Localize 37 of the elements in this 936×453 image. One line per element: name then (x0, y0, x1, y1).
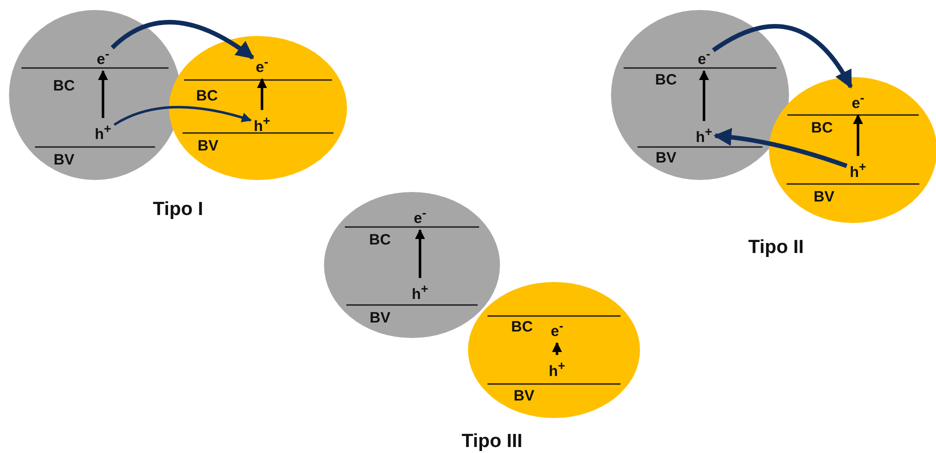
electron-label: e$^{-}$ (96, 46, 110, 68)
hole-label: h$^{+}$ (850, 159, 866, 181)
arrow (257, 78, 267, 110)
curved-arrow (114, 106, 252, 126)
electron-label: e$^{-}$ (256, 54, 268, 76)
band-label: BV (814, 188, 834, 206)
arrow (552, 342, 562, 355)
curved-arrow (110, 20, 254, 60)
band-label: BC (511, 318, 533, 336)
band-label: BC (369, 232, 391, 248)
arrow (699, 70, 709, 121)
band-label: BC (196, 88, 218, 104)
electron-label: e$^{-}$ (852, 90, 864, 112)
band-label: BV (656, 150, 676, 166)
band-label: BC (811, 120, 833, 136)
hole-label: h$^{+}$ (412, 281, 428, 303)
curved-arrow (712, 24, 853, 89)
hole-label: h$^{+}$ (94, 121, 112, 143)
hole-label: h$^{+}$ (696, 124, 712, 146)
caption: Tipo II (748, 237, 804, 259)
band-label: BV (370, 310, 390, 326)
electron-label: e$^{-}$ (550, 318, 564, 340)
band-label: BV (198, 138, 218, 154)
arrow (853, 114, 863, 156)
electron-label: e$^{-}$ (698, 46, 710, 68)
electron-label: e$^{-}$ (414, 205, 426, 227)
band-label: BV (514, 388, 534, 404)
caption: Tipo III (462, 431, 522, 453)
curved-arrow (713, 128, 848, 168)
arrow (98, 70, 108, 118)
caption: Tipo I (152, 199, 204, 221)
band-label: BC (53, 78, 75, 94)
band-label: BV (54, 152, 74, 168)
hole-label: h$^{+}$ (548, 358, 566, 380)
band-label: BC (655, 72, 677, 88)
arrow (415, 229, 425, 278)
hole-label: h$^{+}$ (254, 113, 270, 135)
